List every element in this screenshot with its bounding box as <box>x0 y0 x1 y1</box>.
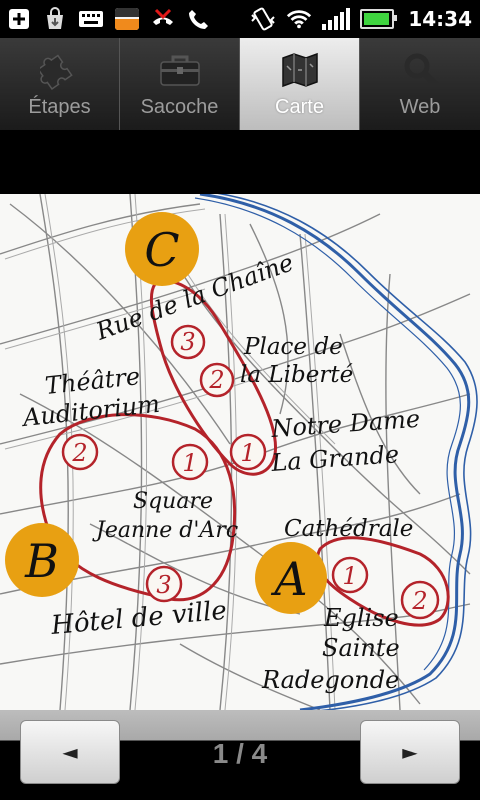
battery-icon <box>360 9 398 29</box>
label-eglise-3: Radegonde <box>261 666 399 694</box>
step-b2: 2 <box>71 439 87 467</box>
marker-c-label: C <box>144 223 179 277</box>
keyboard-icon <box>78 7 104 31</box>
amazon-appstore-icon <box>114 7 140 31</box>
river <box>194 194 478 710</box>
map-canvas: 3 2 1 2 1 3 1 2 C B A Rue de la Chaîne P… <box>0 194 478 710</box>
marker-letters: C B A <box>24 223 308 606</box>
tab-label: Sacoche <box>140 96 219 118</box>
briefcase-icon <box>158 50 202 90</box>
tab-sacoche[interactable]: Sacoche <box>120 38 240 130</box>
wifi-icon <box>286 7 312 31</box>
tab-carte[interactable]: Carte <box>240 38 360 130</box>
tab-etapes[interactable]: Étapes <box>0 38 120 130</box>
missed-call-icon <box>150 7 176 31</box>
signal-icon <box>322 8 351 30</box>
phone-icon <box>186 7 212 31</box>
tab-web[interactable]: Web <box>360 38 480 130</box>
step-a1: 1 <box>342 562 357 590</box>
step-b1: 1 <box>182 449 197 477</box>
page-indicator: 1 / 4 <box>212 738 268 769</box>
label-hotel: Hôtel de ville <box>49 596 228 641</box>
status-bar: 14:34 <box>0 0 480 38</box>
step-c1: 1 <box>240 439 255 467</box>
previous-button[interactable]: ◄ <box>20 720 120 784</box>
place-labels: Rue de la Chaîne Place de la Liberté Thé… <box>20 248 421 694</box>
step-circles <box>61 324 440 620</box>
tab-bar: Étapes Sacoche Carte Web <box>0 38 480 130</box>
label-place-liberte-2: la Liberté <box>240 362 353 388</box>
label-cathedrale: Cathédrale <box>284 516 413 542</box>
step-b3: 3 <box>156 571 171 599</box>
label-eglise-2: Sainte <box>322 634 400 662</box>
pager-bar: ◄ 1 / 4 ► <box>0 710 480 800</box>
label-square-2: Jeanne d'Arc <box>92 518 238 543</box>
next-button[interactable]: ► <box>360 720 460 784</box>
label-square-1: Square <box>133 489 213 514</box>
spacer <box>0 130 480 194</box>
marker-b[interactable] <box>5 523 79 597</box>
step-c2: 2 <box>208 366 224 394</box>
marker-a-label: A <box>270 552 307 606</box>
clock: 14:34 <box>408 7 472 31</box>
tab-label: Web <box>399 96 441 118</box>
map-view[interactable]: 3 2 1 2 1 3 1 2 C B A Rue de la Chaîne P… <box>0 194 480 710</box>
plus-box-icon <box>6 7 32 31</box>
puzzle-icon <box>38 50 82 90</box>
search-icon <box>398 50 442 90</box>
label-eglise-1: Eglise <box>323 604 399 632</box>
label-notre-dame-1: Notre Dame <box>269 405 421 443</box>
markers <box>5 212 327 614</box>
label-notre-dame-2: La Grande <box>269 440 399 477</box>
marker-c[interactable] <box>125 212 199 286</box>
label-theatre-2: Auditorium <box>20 390 161 432</box>
step-numbers: 3 2 1 2 1 3 1 2 <box>71 328 427 615</box>
map-icon <box>278 50 322 90</box>
marker-b-label: B <box>24 534 59 588</box>
tab-label: Carte <box>275 96 324 118</box>
step-a2: 2 <box>411 587 427 615</box>
vibrate-icon <box>250 7 276 31</box>
shopping-bag-icon <box>42 7 68 31</box>
tab-label: Étapes <box>28 96 91 118</box>
marker-a[interactable] <box>255 542 327 614</box>
label-place-liberte-1: Place de <box>243 334 343 360</box>
step-c3: 3 <box>180 328 195 356</box>
